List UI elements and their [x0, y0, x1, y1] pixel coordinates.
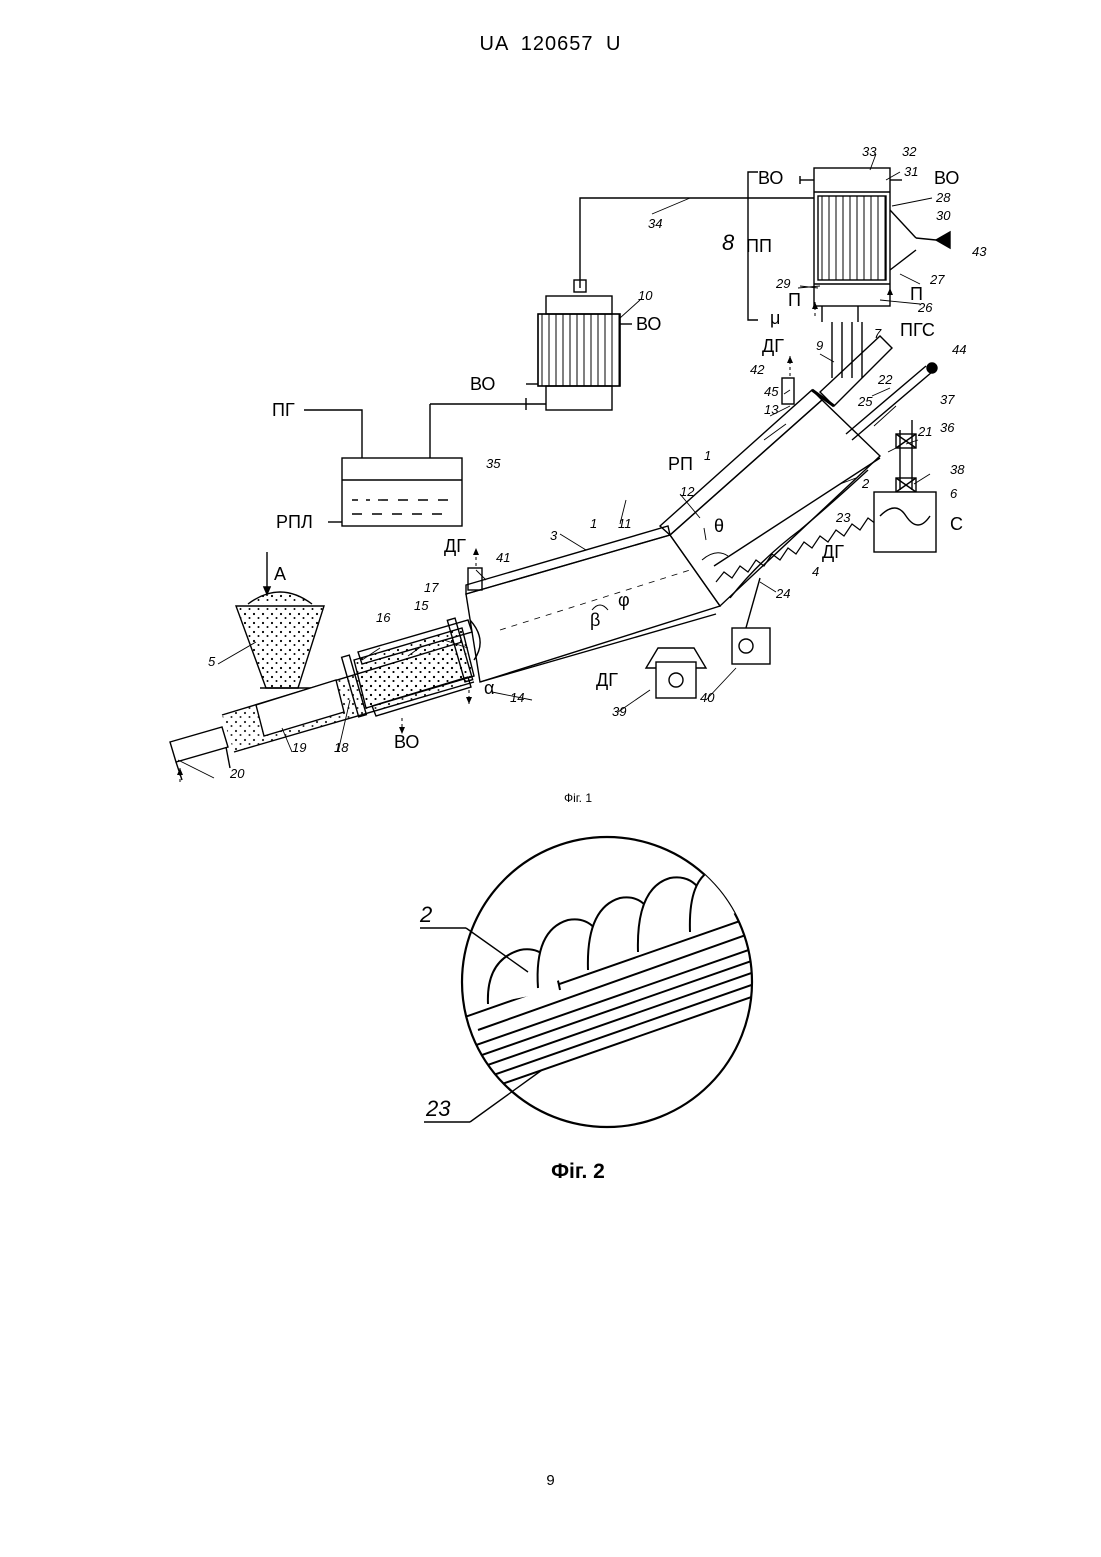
figure-1: [170, 154, 950, 782]
ref-19: 19: [292, 740, 306, 755]
ref-25: 25: [857, 394, 873, 409]
ref-1-lower: 1: [590, 516, 597, 531]
ref-6: 6: [950, 486, 958, 501]
ref-20: 20: [229, 766, 245, 781]
label-alpha: α: [484, 678, 494, 698]
ref-21: 21: [917, 424, 932, 439]
ref-15: 15: [414, 598, 429, 613]
label-vo-bottom: ВО: [394, 732, 419, 752]
reactor-lower-chamber: [466, 526, 770, 698]
label-mu: μ: [770, 308, 780, 328]
ref-8: 8: [722, 230, 735, 255]
heat-exchanger-10: [526, 296, 632, 410]
ref-45: 45: [764, 384, 779, 399]
label-rp: РП: [668, 454, 693, 474]
figure-2: [420, 837, 760, 1127]
ref-30: 30: [936, 208, 951, 223]
ref-28: 28: [935, 190, 951, 205]
ref-42: 42: [750, 362, 765, 377]
page-number: 9: [0, 1472, 1101, 1489]
ref-10: 10: [638, 288, 653, 303]
label-rpl: РПЛ: [276, 512, 313, 532]
figure-2-label-trough: 23: [425, 1096, 451, 1121]
ref-23: 23: [835, 510, 851, 525]
ref-33: 33: [862, 144, 877, 159]
label-vo-top-left: ВО: [758, 168, 783, 188]
ref-22: 22: [877, 372, 893, 387]
label-dg-left: ДГ: [444, 536, 466, 556]
ref-34: 34: [648, 216, 662, 231]
ref-1-upper: 1: [704, 448, 711, 463]
ref-5: 5: [208, 654, 216, 669]
reactor-upper-chamber: [660, 266, 937, 606]
ref-44: 44: [952, 342, 966, 357]
label-beta: β: [590, 610, 600, 630]
figure-2-label-auger: 2: [419, 902, 432, 927]
label-pgs: ПГС: [900, 320, 935, 340]
label-dg-right: ДГ: [822, 542, 844, 562]
figure-2-caption: Фіг. 2: [551, 1160, 605, 1183]
ref-12: 12: [680, 484, 695, 499]
ref-37: 37: [940, 392, 955, 407]
ref-29: 29: [775, 276, 790, 291]
label-phi: φ: [618, 590, 630, 610]
ref-17: 17: [424, 580, 439, 595]
ref-2: 2: [861, 476, 870, 491]
ref-11: 11: [618, 516, 632, 531]
label-vo-exchanger: ВО: [636, 314, 661, 334]
ref-24: 24: [775, 586, 790, 601]
ref-35: 35: [486, 456, 501, 471]
ref-26: 26: [917, 300, 933, 315]
ref-7: 7: [874, 326, 882, 341]
label-pg: ПГ: [272, 400, 295, 420]
label-p-left: П: [788, 290, 801, 310]
ref-32: 32: [902, 144, 917, 159]
ref-36: 36: [940, 420, 955, 435]
ref-41: 41: [496, 550, 510, 565]
label-c: С: [950, 514, 963, 534]
figure-1-caption: Фіг. 1: [564, 791, 592, 805]
label-vo-top-right: ВО: [934, 168, 959, 188]
ref-3: 3: [550, 528, 558, 543]
ref-9: 9: [816, 338, 823, 353]
label-vo-exchanger-left: ВО: [470, 374, 495, 394]
label-a: А: [274, 564, 286, 584]
pipe-34: [580, 198, 814, 288]
ref-43: 43: [972, 244, 987, 259]
ref-40: 40: [700, 690, 715, 705]
ref-4: 4: [812, 564, 819, 579]
ref-27: 27: [929, 272, 945, 287]
label-theta: θ: [714, 516, 724, 536]
ref-18: 18: [334, 740, 349, 755]
ref-13: 13: [764, 402, 779, 417]
label-pp: ПП: [746, 236, 772, 256]
feed-section: [170, 618, 474, 780]
ref-16: 16: [376, 610, 391, 625]
label-dg-bottom: ДГ: [596, 670, 618, 690]
ref-39: 39: [612, 704, 626, 719]
ref-14: 14: [510, 690, 524, 705]
label-dg-top: ДГ: [762, 336, 784, 356]
ref-38: 38: [950, 462, 965, 477]
ref-31: 31: [904, 164, 918, 179]
